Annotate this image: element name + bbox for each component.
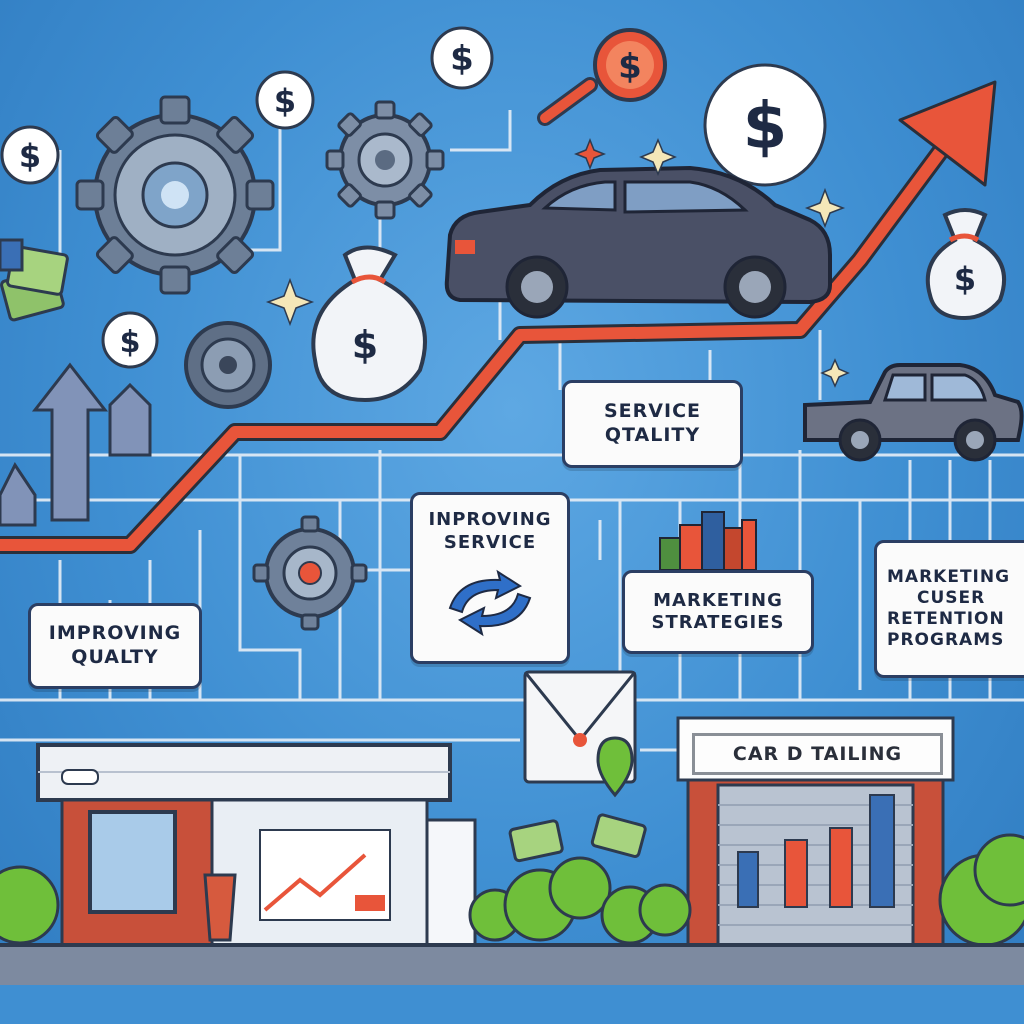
label-marketing-retention: MARKETING CUSER RETENTION PROGRAMS	[874, 540, 1024, 678]
small-gear-icon	[325, 100, 445, 220]
label-line: RETENTION	[887, 609, 1005, 629]
label-line: SERVICE	[443, 531, 537, 553]
dollar-bubble-icon	[101, 311, 159, 369]
left-building	[36, 743, 477, 947]
dollar-bubble-icon	[430, 26, 494, 90]
bushes	[0, 833, 1024, 947]
cycle-arrows-icon	[448, 569, 532, 637]
label-marketing-strategies: MARKETING STRATEGIES	[622, 570, 814, 654]
shop-sign: CAR D TAILING	[692, 733, 943, 775]
mid-gear-icon	[252, 515, 368, 631]
connector-lines	[0, 90, 1024, 752]
sparkle-icons	[265, 137, 850, 388]
label-line: QUALTY	[71, 646, 159, 668]
envelope-icon	[523, 670, 637, 798]
dollar-bubble-icon	[703, 63, 827, 187]
pickup-truck-icon	[803, 363, 1024, 462]
label-improving-quality: IMPROVING QUALTY	[28, 603, 202, 689]
svg-text:$: $	[352, 323, 378, 367]
svg-text:$: $	[274, 82, 296, 120]
svg-text:$: $	[450, 39, 474, 79]
dollar-bubble-icons	[0, 26, 827, 369]
dollar-bubble-icon	[0, 125, 60, 185]
wheel-gear-icon	[184, 321, 272, 409]
magnifier-icon: $	[537, 28, 667, 126]
large-gear-icon	[75, 95, 275, 295]
svg-text:$: $	[618, 47, 642, 87]
cash-stack-icon	[0, 238, 69, 322]
money-bag-icon: $	[311, 245, 427, 403]
svg-text:$: $	[120, 325, 141, 360]
label-improving-service: INPROVING SERVICE	[410, 492, 570, 664]
label-line: MARKETING	[887, 566, 1011, 587]
label-line: PROGRAMS	[887, 630, 1005, 651]
svg-text:$: $	[19, 137, 41, 175]
cash-stack-icon	[508, 813, 647, 863]
label-service-quality: SERVICE QTALITY	[562, 380, 743, 468]
coin-stack-icon	[659, 511, 757, 571]
dollar-symbols: $ $ $ $ $	[19, 39, 787, 360]
label-line: MARKETING	[653, 589, 783, 611]
label-line: SERVICE	[604, 400, 701, 423]
label-line: IMPROVING	[48, 622, 182, 645]
label-line: CUSER	[917, 587, 986, 608]
svg-text:$: $	[954, 260, 976, 298]
svg-text:$: $	[743, 90, 788, 164]
growth-arrow-icon	[0, 80, 997, 554]
money-bag-icon: $	[925, 208, 1006, 321]
up-arrow-icon	[0, 362, 152, 527]
label-line: STRATEGIES	[651, 612, 785, 633]
sedan-car-icon	[444, 165, 832, 319]
label-line: QTALITY	[604, 424, 701, 446]
label-line: INPROVING	[428, 509, 552, 530]
dollar-bubble-icon	[255, 70, 315, 130]
shop-sign-text: CAR D TAILING	[732, 743, 903, 765]
